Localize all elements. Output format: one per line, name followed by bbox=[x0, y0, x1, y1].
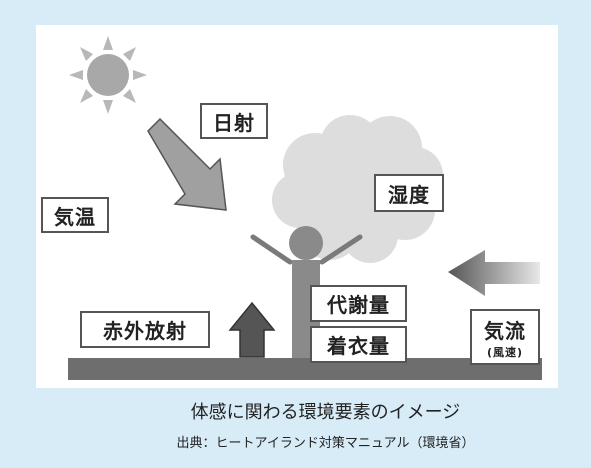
airflow-arrow bbox=[448, 250, 540, 296]
infrared-radiation-label: 赤外放射 bbox=[80, 311, 210, 348]
humidity-label: 湿度 bbox=[374, 174, 444, 212]
ground-bar bbox=[68, 358, 542, 380]
airflow-sublabel: (風速) bbox=[486, 345, 524, 359]
metabolic-rate-label: 代謝量 bbox=[310, 285, 407, 322]
infrared-arrow bbox=[228, 301, 276, 358]
sun-icon bbox=[69, 36, 147, 114]
airflow-label-text: 気流 bbox=[484, 318, 526, 343]
caption-title: 体感に関わる環境要素のイメージ bbox=[190, 402, 461, 423]
solar-radiation-arrow bbox=[147, 117, 227, 211]
solar-radiation-label: 日射 bbox=[200, 103, 268, 139]
air-temperature-label: 気温 bbox=[41, 197, 109, 233]
clothing-amount-label: 着衣量 bbox=[310, 326, 407, 363]
airflow-label: 気流 (風速) bbox=[470, 309, 540, 365]
caption-source: 出典：ヒートアイランド対策マニュアル（環境省） bbox=[176, 436, 475, 451]
